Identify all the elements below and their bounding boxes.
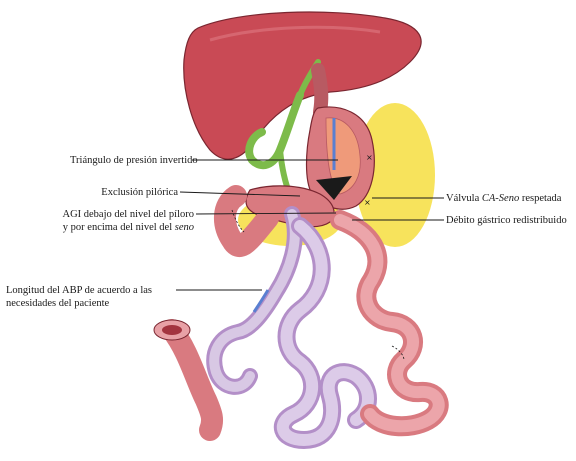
label-valve-post: respetada: [519, 193, 561, 204]
svg-text:×: ×: [364, 198, 371, 207]
label-agi-line1: AGI debajo del nivel del píloro: [20, 208, 194, 221]
label-agi: AGI debajo del nivel del píloro y por en…: [20, 208, 194, 234]
label-abp-line1: Longitud del ABP de acuerdo a las: [6, 284, 174, 297]
colon-stump: [154, 320, 212, 430]
label-valve-pre: Válvula: [446, 193, 482, 204]
label-valve-italic: CA-Seno: [482, 193, 519, 204]
label-agi-line2: y por encima del nivel del seno: [20, 221, 194, 234]
label-agi-line2-text: y por encima del nivel del: [63, 222, 175, 233]
label-inverted-triangle: Triángulo de presión invertido: [70, 154, 190, 167]
label-abp-length: Longitud del ABP de acuerdo a las necesi…: [6, 284, 174, 310]
label-abp-line2: necesidades del paciente: [6, 297, 174, 310]
label-agi-line2-italic: seno: [175, 222, 194, 233]
svg-text:×: ×: [366, 153, 373, 162]
label-redistributed-output: Débito gástrico redistribuido: [446, 214, 567, 227]
label-valve: Válvula CA-Seno respetada: [446, 192, 561, 205]
label-pyloric-exclusion: Exclusión pilórica: [60, 186, 178, 199]
